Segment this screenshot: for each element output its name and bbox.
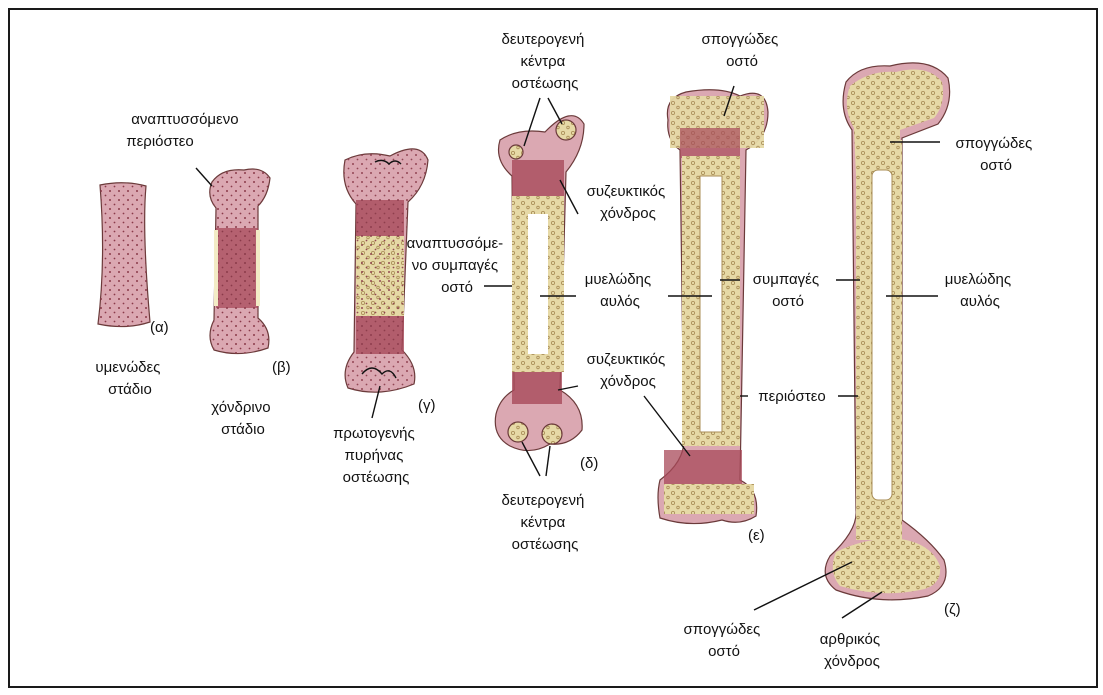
label-epiphyseal-cartilage-bottom: συζευκτικός χόνδρος	[587, 351, 670, 390]
label-marrow-cavity-f: μυελώδης αυλός	[945, 271, 1016, 310]
label-primary-ossification: πρωτογενής πυρήνας οστέωσης	[333, 425, 419, 486]
bone-stage-d	[494, 115, 585, 452]
stage-label-f: (ζ)	[944, 601, 961, 618]
bone-stage-a	[97, 182, 151, 328]
stage-label-b: (β)	[272, 359, 291, 376]
stage-label-d: (δ)	[580, 455, 598, 472]
label-developing-compact: αναπτυσσόμε- νο συμπαγές οστό	[407, 235, 508, 296]
label-spongy-top-f: σπογγώδες οστό	[956, 135, 1037, 174]
label-secondary-centers-top: δευτερογενή κέντρα οστέωσης	[502, 31, 589, 92]
label-secondary-centers-bottom: δευτερογενή κέντρα οστέωσης	[502, 492, 589, 553]
stage-label-e: (ε)	[748, 527, 765, 544]
label-articular-cartilage: αρθρικός χόνδρος	[820, 631, 884, 670]
label-cartilage-stage: χόνδρινο στάδιο	[211, 399, 275, 438]
bone-stage-b	[209, 168, 271, 355]
label-spongy-bottom-f: σπογγώδες οστό	[684, 621, 765, 660]
bone-stage-f	[824, 62, 951, 601]
label-spongy-top-e: σπογγώδες οστό	[702, 31, 783, 70]
stage-label-c: (γ)	[418, 397, 436, 414]
bone-stage-c	[343, 148, 429, 393]
label-developing-periosteum: αναπτυσσόμενο περιόστεο	[126, 111, 243, 150]
bone-stage-e	[657, 89, 769, 525]
label-marrow-cavity-d: μυελώδης αυλός	[585, 271, 656, 310]
stage-label-a: (α)	[150, 319, 169, 336]
label-periosteum-e: περιόστεο	[758, 388, 825, 405]
label-compact-e: συμπαγές οστό	[753, 271, 824, 310]
label-epiphyseal-cartilage-top: συζευκτικός χόνδρος	[587, 183, 670, 222]
leader-lines	[195, 85, 940, 619]
label-membranous-stage: υμενώδες στάδιο	[95, 359, 164, 398]
